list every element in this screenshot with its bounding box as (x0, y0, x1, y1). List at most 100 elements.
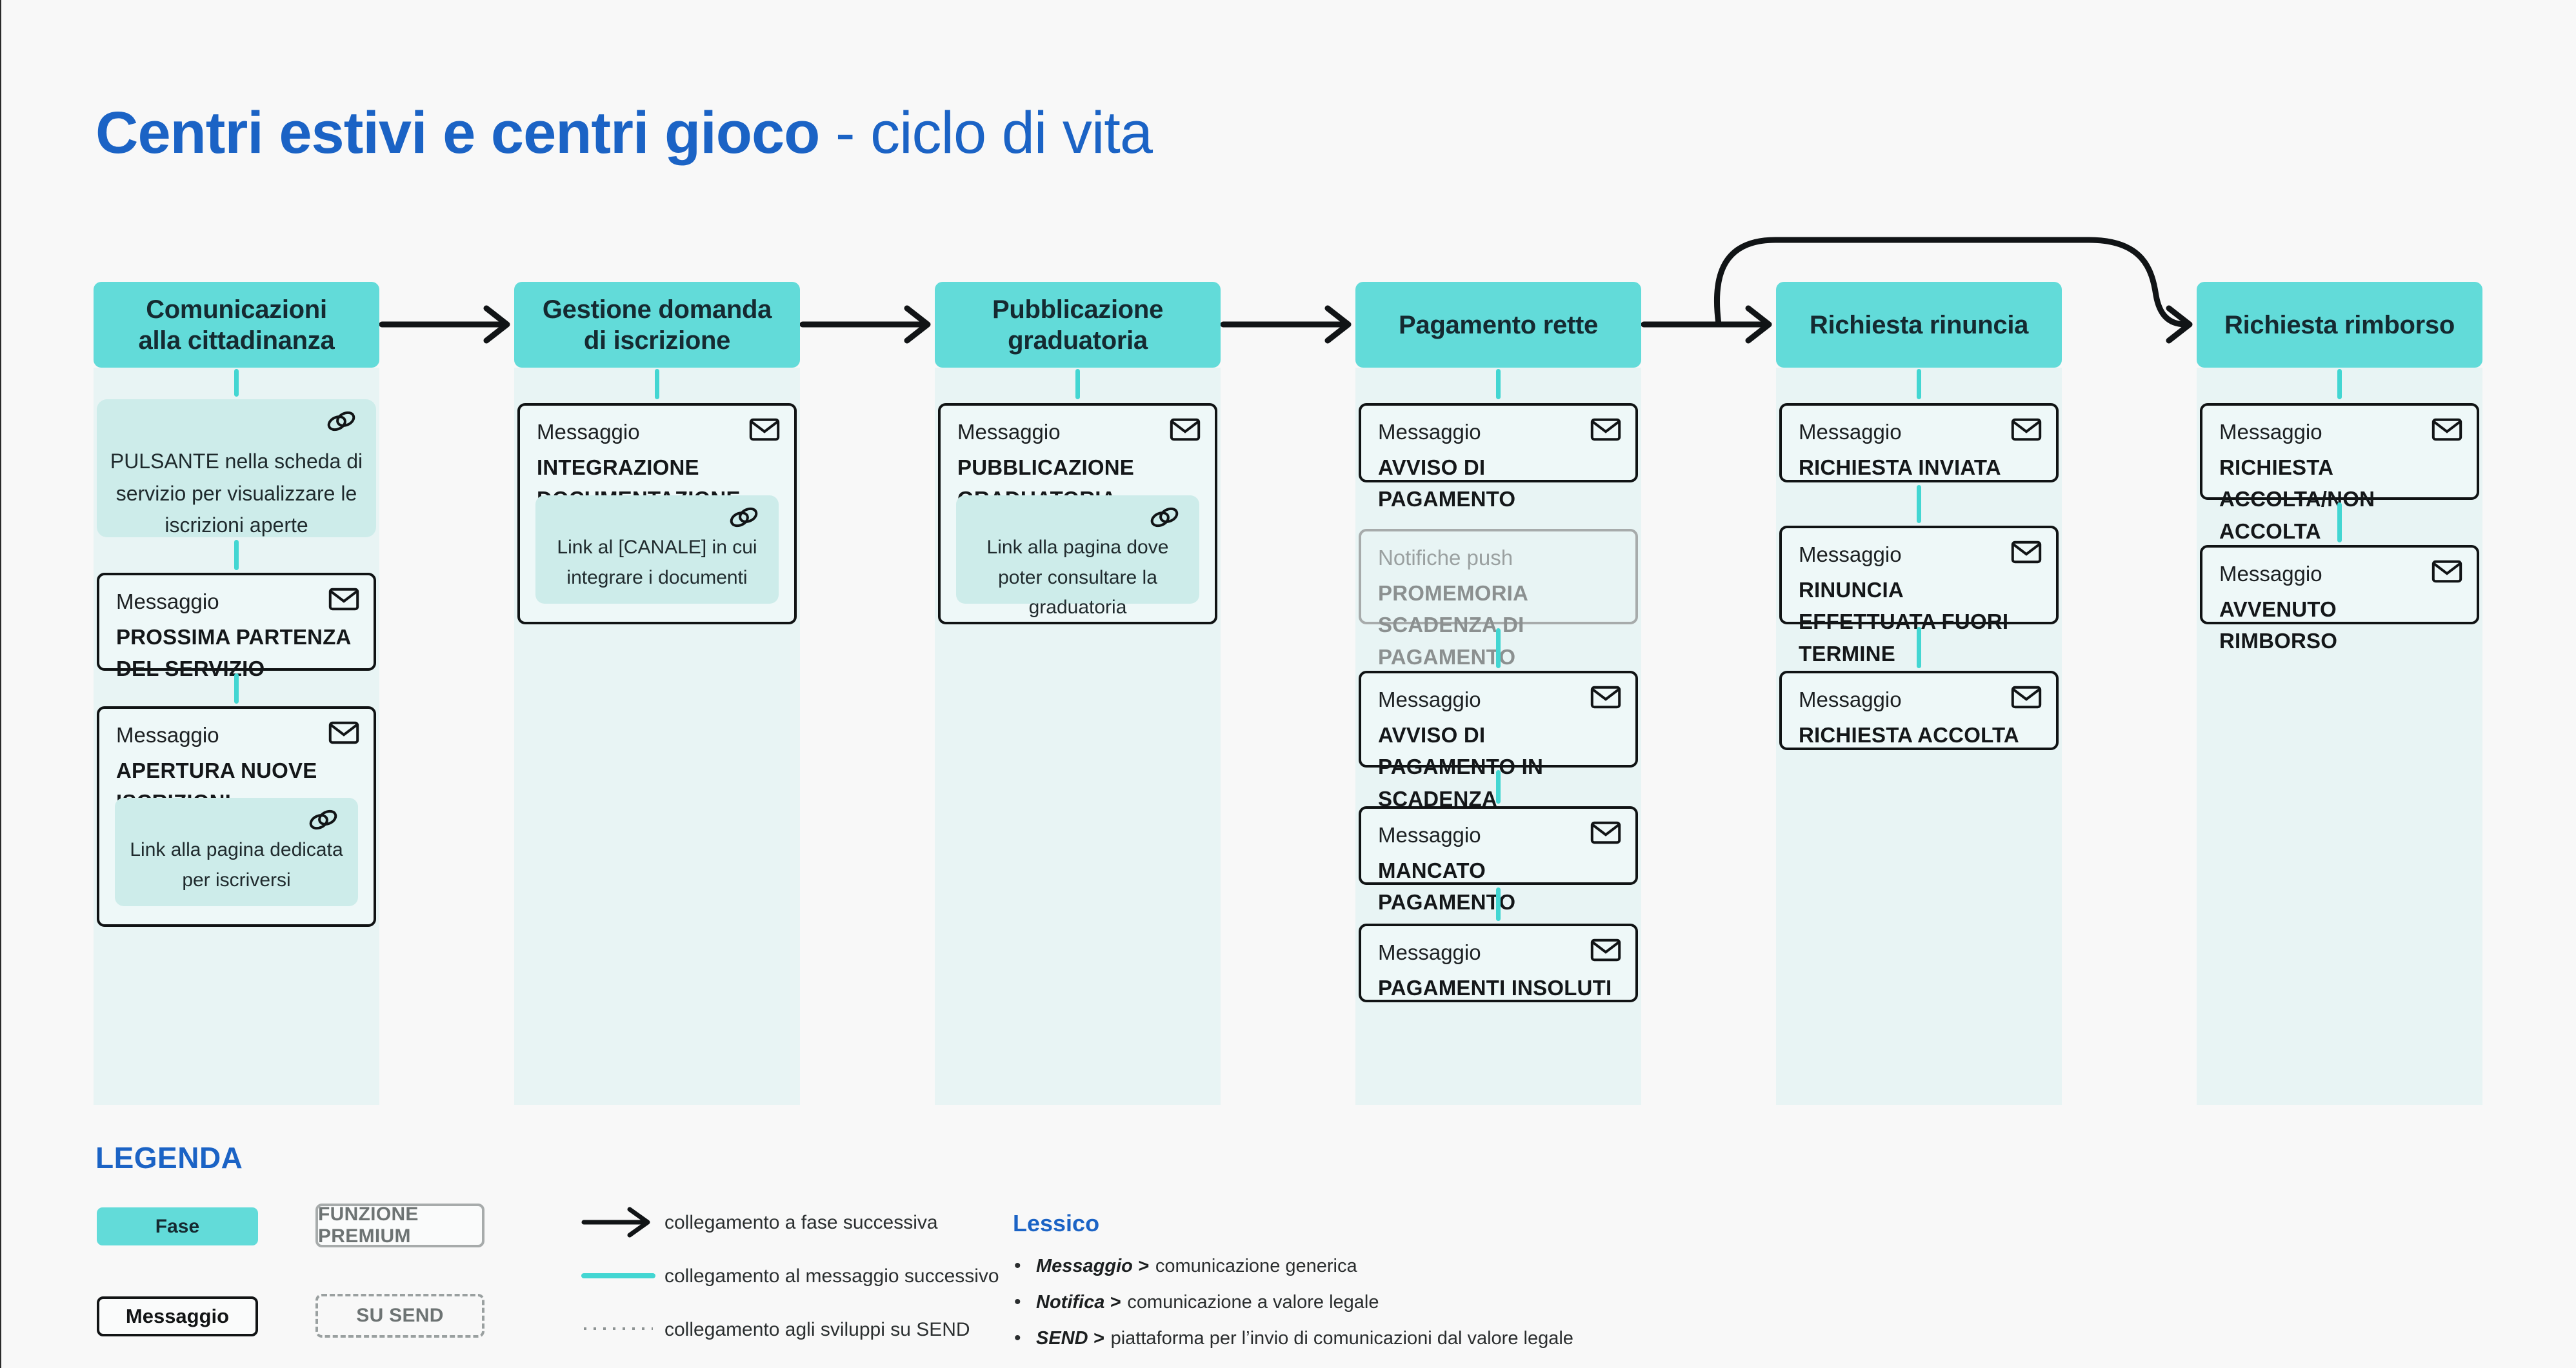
message-box: Messaggio RICHIESTA ACCOLTA (1779, 671, 2059, 750)
message-label: Messaggio (2219, 420, 2322, 444)
teal-connector (1917, 485, 1921, 523)
lessico-term: Messaggio > (1036, 1256, 1149, 1276)
phase-richiesta-rinuncia: Richiesta rinuncia (1776, 282, 2062, 368)
phase-column: Pagamento rette Messaggio AVVISO DI PAGA… (1355, 0, 1641, 1368)
lessico-text: comunicazione a valore legale (1127, 1292, 1379, 1313)
lessico-item: • Notifica > comunicazione a valore legale (1014, 1291, 1573, 1313)
message-title: RICHIESTA ACCOLTA/NON ACCOLTA (2219, 455, 2375, 543)
envelope-icon (1590, 685, 1621, 709)
message-label: Messaggio (1378, 823, 1481, 847)
legend-send-chip: SU SEND (315, 1294, 484, 1338)
arrowhead-icon (1745, 305, 1772, 344)
message-box: Messaggio PAGAMENTI INSOLUTI (1359, 924, 1638, 1002)
legend-connector-label: collegamento al messaggio successivo (664, 1265, 999, 1287)
link-note-text: Link alla pagina dove poter consultare l… (986, 537, 1169, 618)
message-title: AVVENUTO RIMBORSO (2219, 597, 2338, 653)
page-title-main: Centri estivi e centri gioco (95, 99, 820, 166)
message-title: AVVISO DI PAGAMENTO IN SCADENZA (1378, 722, 1544, 811)
phase-column: Richiesta rimborso Messaggio RICHIESTA A… (2197, 0, 2482, 1368)
phase-pagamento-rette: Pagamento rette (1355, 282, 1641, 368)
message-title: RICHIESTA INVIATA (1799, 455, 2001, 479)
message-box: Messaggio AVVISO DI PAGAMENTO IN SCADENZ… (1359, 671, 1638, 811)
message-label: Messaggio (537, 420, 640, 444)
bullet-icon: • (1014, 1291, 1021, 1313)
legend-connector-label: collegamento a fase successiva (664, 1212, 938, 1233)
phase-column: Richiesta rinuncia Messaggio RICHIESTA I… (1776, 0, 2062, 1368)
link-icon (727, 506, 761, 529)
message-title: MANCATO PAGAMENTO (1378, 858, 1516, 915)
bullet-icon: • (1014, 1255, 1021, 1276)
message-label: Messaggio (957, 420, 1061, 444)
message-box: Messaggio RINUNCIA EFFETTUATA FUORI TERM… (1779, 526, 2059, 666)
message-label: Messaggio (1799, 688, 1902, 711)
teal-connector (655, 369, 659, 399)
message-box: Messaggio RICHIESTA ACCOLTA/NON ACCOLTA (2200, 403, 2479, 543)
link-panel-text: PULSANTE nella scheda di servizio per vi… (110, 450, 363, 537)
notification-title: PROMEMORIA SCADENZA DI PAGAMENTO (1378, 580, 1528, 669)
lessico-item: • Messaggio > comunicazione generica (1014, 1255, 1573, 1277)
teal-connector (234, 540, 239, 570)
message-box: Messaggio AVVISO DI PAGAMENTO (1359, 403, 1638, 511)
link-note: Link alla pagina dove poter consultare l… (956, 495, 1199, 618)
teal-connector (1496, 369, 1501, 399)
lessico-term: Notifica > (1036, 1292, 1121, 1313)
phase-column: Pubblicazione graduatoria Messaggio PUBB… (935, 0, 1221, 1368)
message-title: RINUNCIA EFFETTUATA FUORI TERMINE (1799, 577, 2009, 666)
envelope-icon (2011, 540, 2042, 564)
message-box: Messaggio AVVENUTO RIMBORSO (2200, 545, 2479, 653)
envelope-icon (1170, 417, 1201, 442)
envelope-icon (1590, 938, 1621, 962)
message-title: PROSSIMA PARTENZA DEL SERVIZIO (116, 624, 351, 681)
link-icon (306, 808, 340, 831)
legend-connector-label: collegamento agli sviluppi su SEND (664, 1319, 970, 1340)
envelope-icon (328, 587, 359, 611)
envelope-icon (2011, 417, 2042, 442)
envelope-icon (2431, 417, 2462, 442)
lessico-list: • Messaggio > comunicazione generica • Noti… (1014, 1255, 1573, 1363)
teal-connector (2337, 369, 2342, 399)
message-box: Messaggio INTEGRAZIONE DOCUMENTAZIONE Li… (517, 403, 797, 624)
page-title: Centri estivi e centri gioco - ciclo di … (95, 99, 1153, 167)
message-label: Messaggio (1378, 420, 1481, 444)
envelope-icon (1590, 820, 1621, 845)
teal-connector (1917, 627, 1921, 668)
notification-box: Notifiche push PROMEMORIA SCADENZA DI PA… (1359, 529, 1638, 669)
teal-connector (1496, 770, 1501, 804)
message-box: Messaggio RICHIESTA INVIATA (1779, 403, 2059, 482)
link-note-text: Link al [CANALE] in cui integrare i docu… (557, 537, 757, 588)
message-label: Messaggio (1799, 542, 1902, 566)
message-title: AVVISO DI PAGAMENTO (1378, 455, 1516, 511)
legend-messaggio-chip: Messaggio (97, 1296, 258, 1336)
message-title: PAGAMENTI INSOLUTI (1378, 975, 1612, 1000)
teal-connector (1496, 628, 1501, 668)
message-label: Messaggio (1378, 688, 1481, 711)
lessico-text: piattaforma per l’invio di comunicazioni… (1110, 1328, 1573, 1349)
link-panel: PULSANTE nella scheda di servizio per vi… (97, 399, 376, 537)
envelope-icon (2431, 559, 2462, 584)
message-box: Messaggio PUBBLICAZIONE GRADUATORIA Link… (938, 403, 1217, 624)
message-box: Messaggio APERTURA NUOVE ISCRIZIONI Link… (97, 706, 376, 927)
message-label: Messaggio (116, 723, 219, 747)
phase-comunicazioni: Comunicazioni alla cittadinanza (94, 282, 379, 368)
lessico-term: SEND > (1036, 1328, 1104, 1349)
arrowhead-icon (483, 305, 510, 344)
teal-connector (1496, 887, 1501, 921)
teal-connector (1075, 369, 1080, 399)
page-edge-line (0, 0, 1, 1368)
phase-richiesta-rimborso: Richiesta rimborso (2197, 282, 2482, 368)
lessico-text: comunicazione generica (1155, 1256, 1357, 1276)
legend-premium-chip: FUNZIONE PREMIUM (315, 1204, 484, 1247)
envelope-icon (2011, 685, 2042, 709)
message-label: Messaggio (2219, 562, 2322, 586)
teal-connector (234, 673, 239, 704)
link-icon (324, 410, 358, 433)
message-label: Messaggio (1799, 420, 1902, 444)
arrowhead-icon (2166, 305, 2193, 344)
link-note: Link alla pagina dedicata per iscriversi (115, 798, 358, 906)
bullet-icon: • (1014, 1327, 1021, 1349)
phase-column: Comunicazioni alla cittadinanza PULSANTE… (94, 0, 379, 1368)
message-label: Messaggio (1378, 940, 1481, 964)
notification-label: Notifiche push (1378, 546, 1513, 570)
teal-connector (1917, 369, 1921, 399)
